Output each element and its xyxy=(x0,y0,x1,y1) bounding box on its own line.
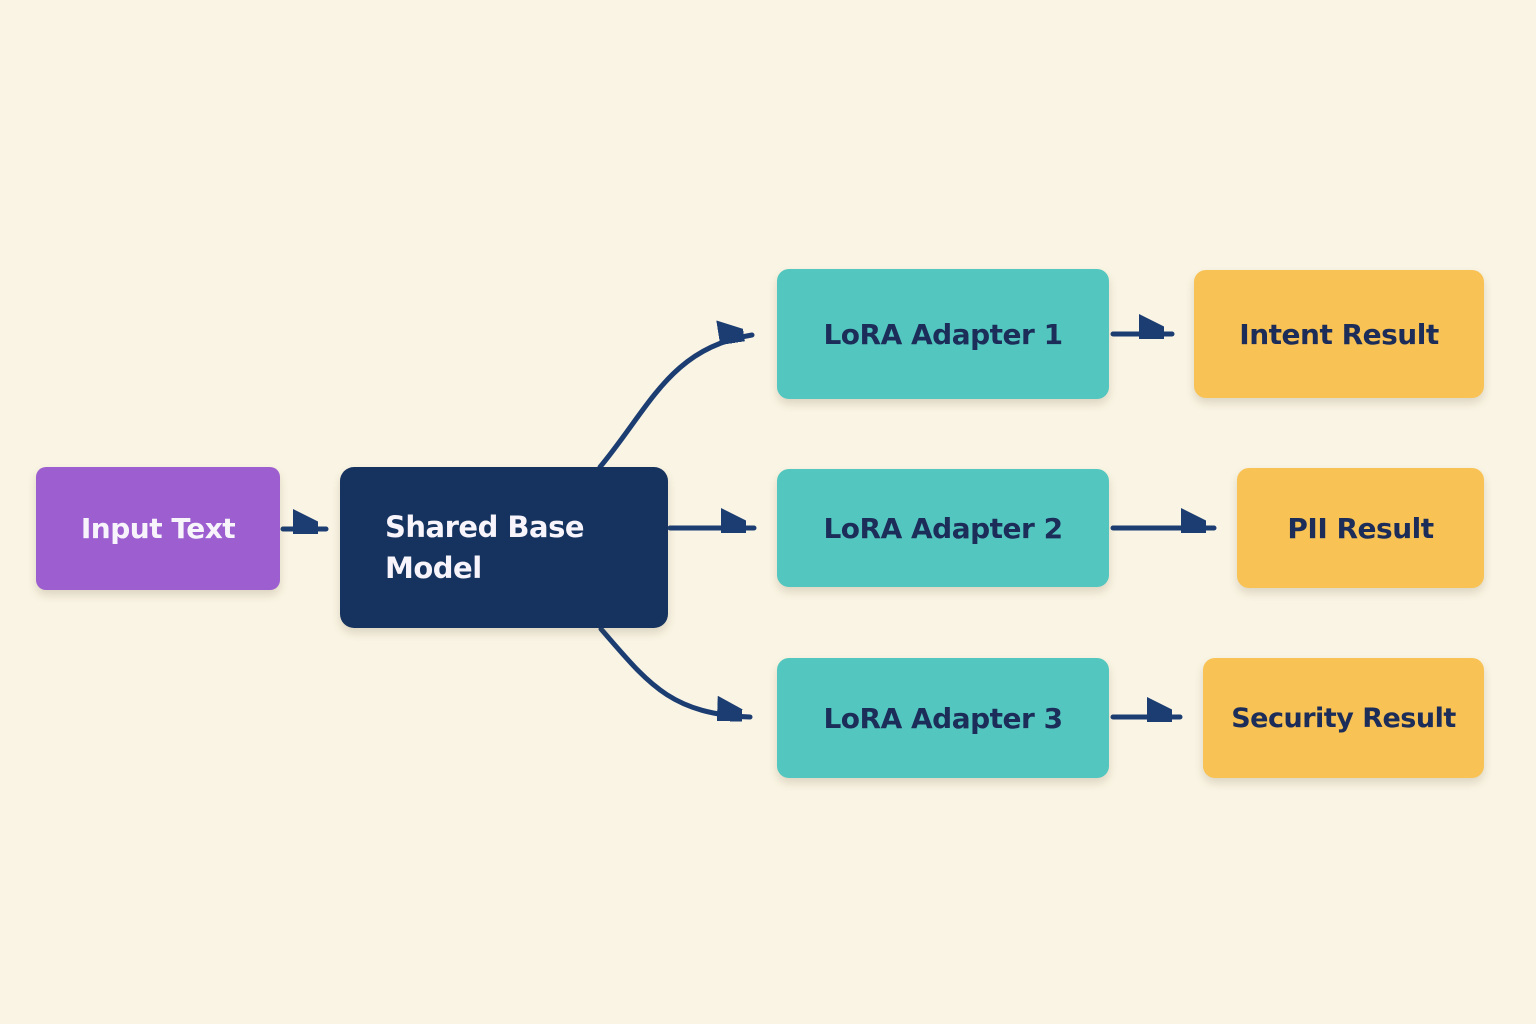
node-lora-adapter-2-label: LoRA Adapter 2 xyxy=(823,511,1063,545)
node-security-result[interactable]: Security Result xyxy=(1203,658,1484,778)
node-intent-result[interactable]: Intent Result xyxy=(1194,270,1484,398)
node-lora-adapter-2[interactable]: LoRA Adapter 2 xyxy=(777,469,1109,587)
node-pii-result[interactable]: PII Result xyxy=(1237,468,1484,588)
edge-base-to-adapter3 xyxy=(598,626,753,717)
node-input-text-label: Input Text xyxy=(80,512,236,545)
node-lora-adapter-1-label: LoRA Adapter 1 xyxy=(823,317,1063,351)
node-pii-result-label: PII Result xyxy=(1287,511,1434,545)
node-shared-base-model[interactable]: Shared Base Model xyxy=(340,467,668,628)
node-lora-adapter-3-label: LoRA Adapter 3 xyxy=(823,701,1063,735)
node-input-text[interactable]: Input Text xyxy=(36,467,280,590)
edge-base-to-adapter1 xyxy=(597,335,755,470)
node-intent-result-label: Intent Result xyxy=(1239,317,1439,351)
node-shared-base-model-label: Shared Base Model xyxy=(385,510,585,585)
node-security-result-label: Security Result xyxy=(1231,702,1456,734)
node-lora-adapter-1[interactable]: LoRA Adapter 1 xyxy=(777,269,1109,399)
node-lora-adapter-3[interactable]: LoRA Adapter 3 xyxy=(777,658,1109,778)
